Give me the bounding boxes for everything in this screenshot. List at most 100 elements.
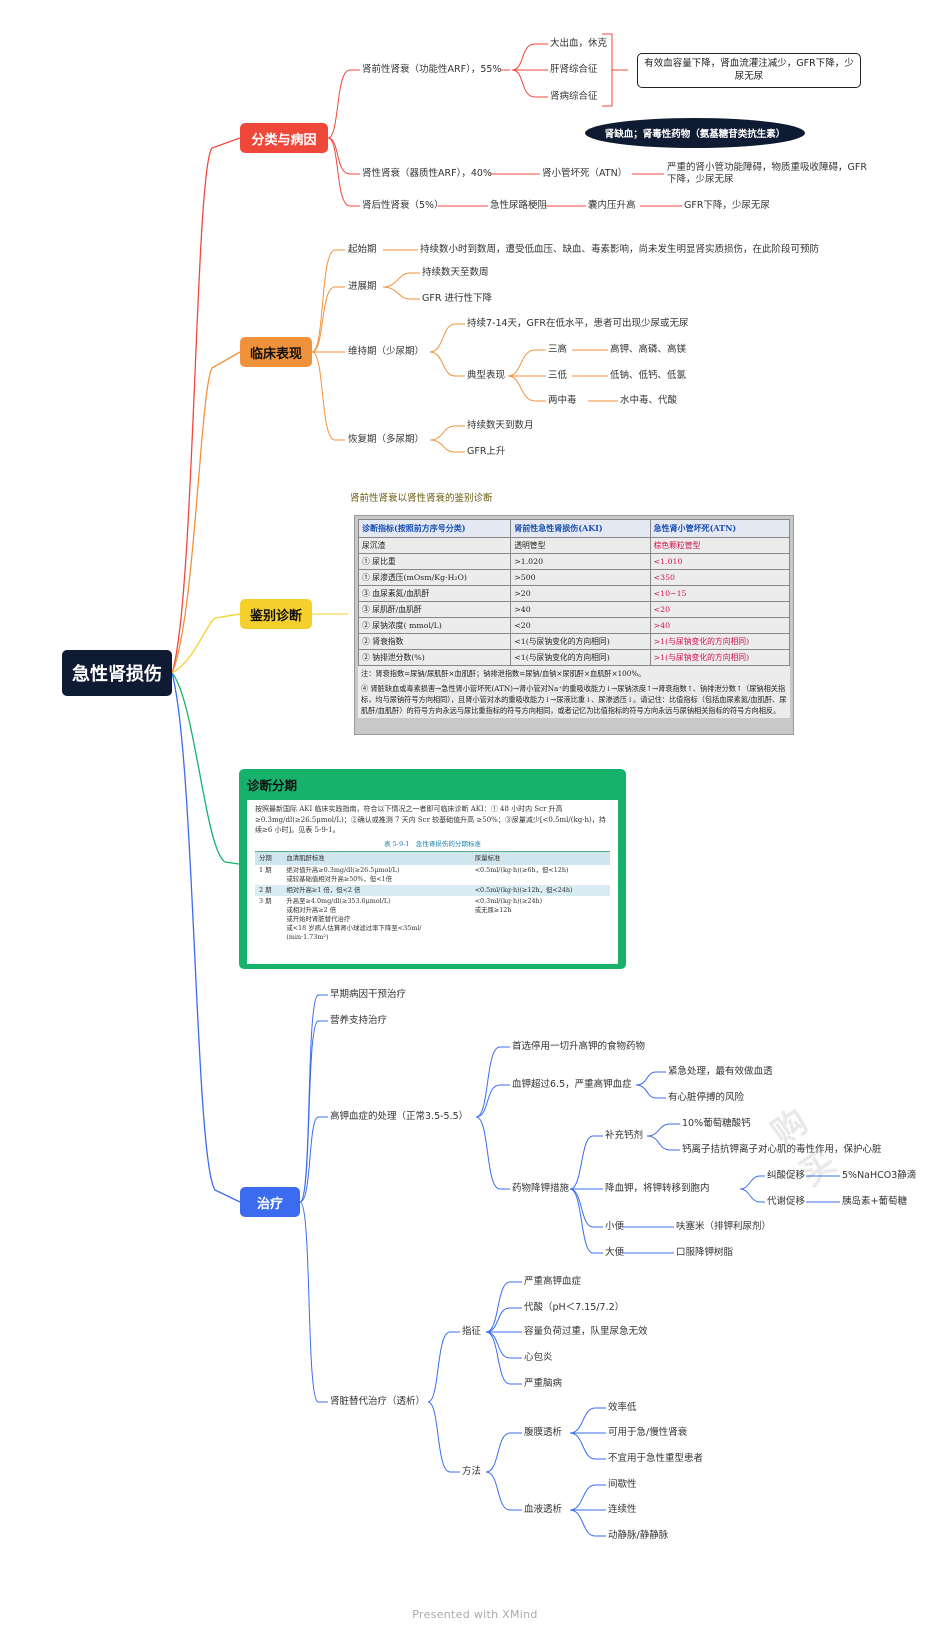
recovery-item[interactable]: GFR上升 — [467, 446, 506, 457]
rrt-indications[interactable]: 指征 — [462, 1326, 482, 1337]
typical-value[interactable]: 高钾、高磷、高镁 — [610, 344, 687, 355]
table-row: ③ 血尿素氮/血肌酐>20<10~15 — [357, 585, 791, 602]
treatment-nutrition[interactable]: 营养支持治疗 — [330, 1015, 388, 1026]
shift-key[interactable]: 代谢促移 — [767, 1196, 806, 1207]
drug-calcium[interactable]: 补充钙剂 — [605, 1130, 644, 1141]
stage-maintenance[interactable]: 维持期（少尿期） — [348, 346, 425, 357]
table-row: ② 肾衰指数<1(与尿钠变化的方向相同)>1(与尿钠变化的方向相同) — [357, 633, 791, 650]
rrt-methods[interactable]: 方法 — [462, 1466, 482, 1477]
differential-table: 诊断指标(按照前方序号分类) 肾前性急性肾损伤(AKI) 急性肾小管坏死(ATN… — [354, 515, 843, 1194]
maintenance-typical[interactable]: 典型表现 — [467, 370, 506, 381]
indication-item[interactable]: 严重脑病 — [524, 1378, 563, 1389]
shift-value[interactable]: 5%NaHCO3静滴 — [842, 1170, 917, 1181]
shift-key[interactable]: 纠酸促移 — [767, 1170, 806, 1181]
table-row: ① 尿比重>1.020<1.010 — [357, 553, 791, 570]
table-row: 1 期 绝对值升高≥0.3mg/dl(≥26.5μmol/L) 或较基础值相对升… — [259, 866, 569, 883]
hyperk-first[interactable]: 首选停用一切升高钾的食物药物 — [512, 1041, 646, 1052]
typical-key[interactable]: 三高 — [548, 344, 568, 355]
staging-table: 分期 血清肌酐标准 尿量标准 1 期 绝对值升高≥0.3mg/dl(≥26.5μ… — [255, 851, 610, 943]
topic-clinical[interactable]: 临床表现 — [240, 337, 312, 367]
calcium-item[interactable]: 10%葡萄糖酸钙 — [682, 1118, 751, 1129]
indication-item[interactable]: 心包炎 — [524, 1352, 553, 1363]
renal-callout[interactable]: 肾缺血；肾毒性药物（氨基糖苷类抗生素） — [585, 118, 805, 148]
topic-prerenal[interactable]: 肾前性肾衰（功能性ARF），55% — [362, 64, 502, 75]
table-mnemonic: ④ 肾脏缺血或毒素损害→急性肾小管坏死(ATN)→肾小管对Na⁺的重吸收能力↓→… — [358, 681, 790, 718]
maintenance-duration[interactable]: 持续7-14天，GFR在低水平，患者可出现少尿或无尿 — [467, 318, 689, 329]
table-row: ① 尿渗透压(mOsm/Kg·H₂O)>500<350 — [357, 569, 791, 586]
method-hd[interactable]: 血液透析 — [524, 1504, 563, 1515]
treatment-hyperkalemia[interactable]: 高钾血症的处理（正常3.5-5.5） — [330, 1111, 469, 1122]
topic-postrenal[interactable]: 肾后性肾衰（5%） — [362, 200, 444, 211]
indication-item[interactable]: 容量负荷过重，队里尿急无效 — [524, 1326, 648, 1337]
table-row: ② 尿钠浓度( mmol/L)<20>40 — [357, 617, 791, 634]
recovery-item[interactable]: 持续数天到数月 — [467, 420, 534, 431]
staging-document: 按照最新国际 AKI 临床实践指南，符合以下情况之一者即可临床诊断 AKI：① … — [247, 800, 618, 964]
prerenal-summary[interactable]: 有效血容量下降，肾血流灌注减少，GFR下降，少尿无尿 — [637, 53, 861, 88]
progression-item[interactable]: 持续数天至数周 — [422, 267, 489, 278]
hd-item[interactable]: 连续性 — [608, 1504, 637, 1515]
progression-item[interactable]: GFR 进行性下降 — [422, 293, 492, 304]
stool-value[interactable]: 口服降钾树脂 — [676, 1247, 734, 1258]
table-row: ③ 尿肌酐/血肌酐>40<20 — [357, 601, 791, 618]
table-row: 3 期 升高至≥4.0mg/dl(≥353.6μmol/L) 或相对升高≥2 倍… — [259, 897, 543, 941]
indication-item[interactable]: 代酸（pH＜7.15/7.2） — [524, 1302, 625, 1313]
table-row: 2 期 相对升高≥1 倍，但<2 倍 <0.5ml/(kg·h)(≥12h，但<… — [255, 885, 610, 896]
root-topic[interactable]: 急性肾损伤 — [62, 650, 172, 696]
stage-onset[interactable]: 起始期 — [348, 244, 377, 255]
stage-recovery[interactable]: 恢复期（多尿期） — [348, 434, 425, 445]
method-pd[interactable]: 腹膜透析 — [524, 1427, 563, 1438]
drug-urine[interactable]: 小便 — [605, 1221, 625, 1232]
table-row: ② 钠排泄分数(%)<1(与尿钠变化的方向相同)>1(与尿钠变化的方向相同) — [357, 649, 791, 666]
topic-renal[interactable]: 肾性肾衰（器质性ARF），40% — [362, 168, 492, 179]
prerenal-cause[interactable]: 肝肾综合征 — [550, 64, 598, 75]
table-header: 急性肾小管坏死(ATN) — [649, 519, 791, 538]
footer-credit: Presented with XMind — [412, 1608, 538, 1621]
postrenal-cause[interactable]: 急性尿路梗阻 — [490, 200, 548, 211]
hd-item[interactable]: 动静脉/静静脉 — [608, 1530, 669, 1541]
drug-shift[interactable]: 降血钾，将钾转移到胞内 — [605, 1183, 710, 1194]
typical-value[interactable]: 低钠、低钙、低氯 — [610, 370, 687, 381]
drug-stool[interactable]: 大便 — [605, 1247, 625, 1258]
treatment-early[interactable]: 早期病因干预治疗 — [330, 989, 407, 1000]
prerenal-cause[interactable]: 大出血，休克 — [550, 38, 608, 49]
table-row: 尿沉渣透明管型棕色颗粒管型 — [357, 537, 791, 554]
pd-item[interactable]: 可用于急/慢性肾衰 — [608, 1427, 688, 1438]
table-header: 尿量标准 — [470, 851, 610, 865]
shift-value[interactable]: 胰岛素+葡萄糖 — [842, 1196, 907, 1207]
renal-result[interactable]: 严重的肾小管功能障碍，物质重吸收障碍，GFR下降，少尿无尿 — [667, 162, 867, 185]
pd-item[interactable]: 不宜用于急性重型患者 — [608, 1453, 704, 1464]
staging-caption: 表 5-9-1 急性肾损伤的分期标准 — [384, 839, 481, 848]
postrenal-mid[interactable]: 囊内压升高 — [588, 200, 636, 211]
hd-item[interactable]: 间歇性 — [608, 1479, 637, 1490]
diagnosis-staging-card[interactable]: 诊断分期 按照最新国际 AKI 临床实践指南，符合以下情况之一者即可临床诊断 A… — [239, 769, 626, 969]
topic-treatment[interactable]: 治疗 — [240, 1187, 300, 1217]
pd-item[interactable]: 效率低 — [608, 1402, 637, 1413]
onset-desc[interactable]: 持续数小时到数周，遭受低血压、缺血、毒素影响，尚未发生明显肾实质损伤，在此阶段可… — [420, 244, 820, 255]
urine-value[interactable]: 呋塞米（排钾利尿剂） — [676, 1221, 772, 1232]
table-header: 分期 — [255, 851, 283, 865]
stage-progression[interactable]: 进展期 — [348, 281, 377, 292]
topic-differential[interactable]: 鉴别诊断 — [240, 599, 312, 629]
typical-key[interactable]: 两中毒 — [548, 395, 577, 406]
hyperk-over-item[interactable]: 紧急处理，最有效做血透 — [668, 1066, 773, 1077]
topic-classification[interactable]: 分类与病因 — [240, 123, 328, 153]
hyperk-over-item[interactable]: 有心脏停搏的风险 — [668, 1092, 745, 1103]
table-header: 血清肌酐标准 — [282, 851, 471, 865]
treatment-rrt[interactable]: 肾脏替代治疗（透析） — [330, 1396, 426, 1407]
table-note: 注：肾衰指数=尿钠/尿肌酐×血肌酐；钠排泄指数=尿钠/血钠×尿肌酐×血肌酐×10… — [358, 666, 790, 681]
diagnosis-staging-title: 诊断分期 — [247, 778, 298, 793]
calcium-item[interactable]: 钙离子拮抗钾离子对心肌的毒性作用，保护心脏 — [682, 1144, 882, 1155]
postrenal-result[interactable]: GFR下降，少尿无尿 — [684, 200, 770, 211]
hyperk-over[interactable]: 血钾超过6.5，严重高钾血症 — [512, 1079, 632, 1090]
table-header: 诊断指标(按照前方序号分类) — [357, 519, 512, 538]
typical-key[interactable]: 三低 — [548, 370, 568, 381]
renal-atn[interactable]: 肾小管坏死（ATN） — [542, 168, 628, 179]
hyperk-drugs[interactable]: 药物降钾措施 — [512, 1183, 570, 1194]
prerenal-cause[interactable]: 肾病综合征 — [550, 91, 598, 102]
staging-intro: 按照最新国际 AKI 临床实践指南，符合以下情况之一者即可临床诊断 AKI：① … — [255, 805, 606, 834]
typical-value[interactable]: 水中毒、代酸 — [620, 395, 678, 406]
indication-item[interactable]: 严重高钾血症 — [524, 1276, 582, 1287]
differential-subtitle: 肾前性肾衰以肾性肾衰的鉴别诊断 — [350, 493, 493, 504]
table-header: 肾前性急性肾损伤(AKI) — [510, 519, 651, 538]
